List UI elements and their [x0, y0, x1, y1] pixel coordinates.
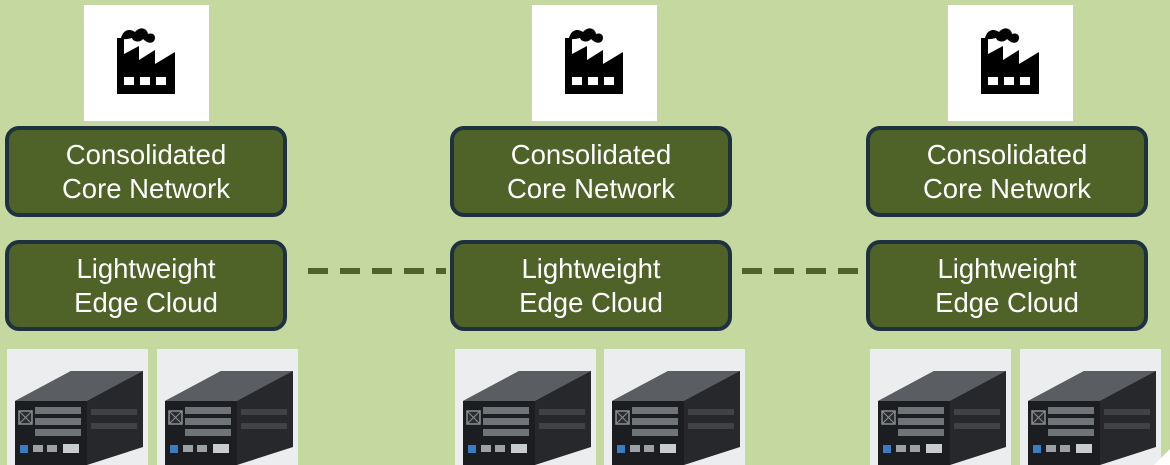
factory-icon-graphic — [973, 26, 1049, 100]
server-chassis-image — [157, 349, 298, 465]
server-chassis-image — [7, 349, 148, 465]
edge-cloud-box: Lightweight Edge Cloud — [866, 240, 1148, 331]
server-chassis-image — [870, 349, 1011, 465]
edge-cloud-label-line2: Edge Cloud — [519, 286, 663, 318]
core-network-box: Consolidated Core Network — [866, 126, 1148, 217]
edge-cloud-label-line1: Lightweight — [937, 252, 1077, 284]
edge-cloud-box: Lightweight Edge Cloud — [5, 240, 287, 331]
core-network-label-line2: Core Network — [922, 172, 1092, 204]
factory-icon-graphic — [109, 26, 185, 100]
core-network-box: Consolidated Core Network — [5, 126, 287, 217]
core-network-box: Consolidated Core Network — [450, 126, 732, 217]
edge-cloud-label-line2: Edge Cloud — [74, 286, 218, 318]
server-chassis-image — [1020, 349, 1161, 465]
factory-icon-graphic — [557, 26, 633, 100]
core-network-label-line2: Core Network — [506, 172, 676, 204]
edge-cloud-label-line1: Lightweight — [521, 252, 661, 284]
page-curl-corner — [1153, 446, 1170, 465]
core-network-label-line1: Consolidated — [65, 138, 227, 170]
dashed-link-1-2 — [308, 268, 446, 274]
edge-cloud-box: Lightweight Edge Cloud — [450, 240, 732, 331]
edge-cloud-label-line2: Edge Cloud — [935, 286, 1079, 318]
factory-icon — [84, 5, 209, 121]
server-chassis-image — [604, 349, 745, 465]
core-network-label-line2: Core Network — [61, 172, 231, 204]
dashed-link-2-3 — [742, 268, 866, 274]
core-network-label-line1: Consolidated — [926, 138, 1088, 170]
core-network-label-line1: Consolidated — [510, 138, 672, 170]
factory-icon — [948, 5, 1073, 121]
factory-icon — [532, 5, 657, 121]
edge-cloud-label-line1: Lightweight — [76, 252, 216, 284]
server-chassis-image — [455, 349, 596, 465]
